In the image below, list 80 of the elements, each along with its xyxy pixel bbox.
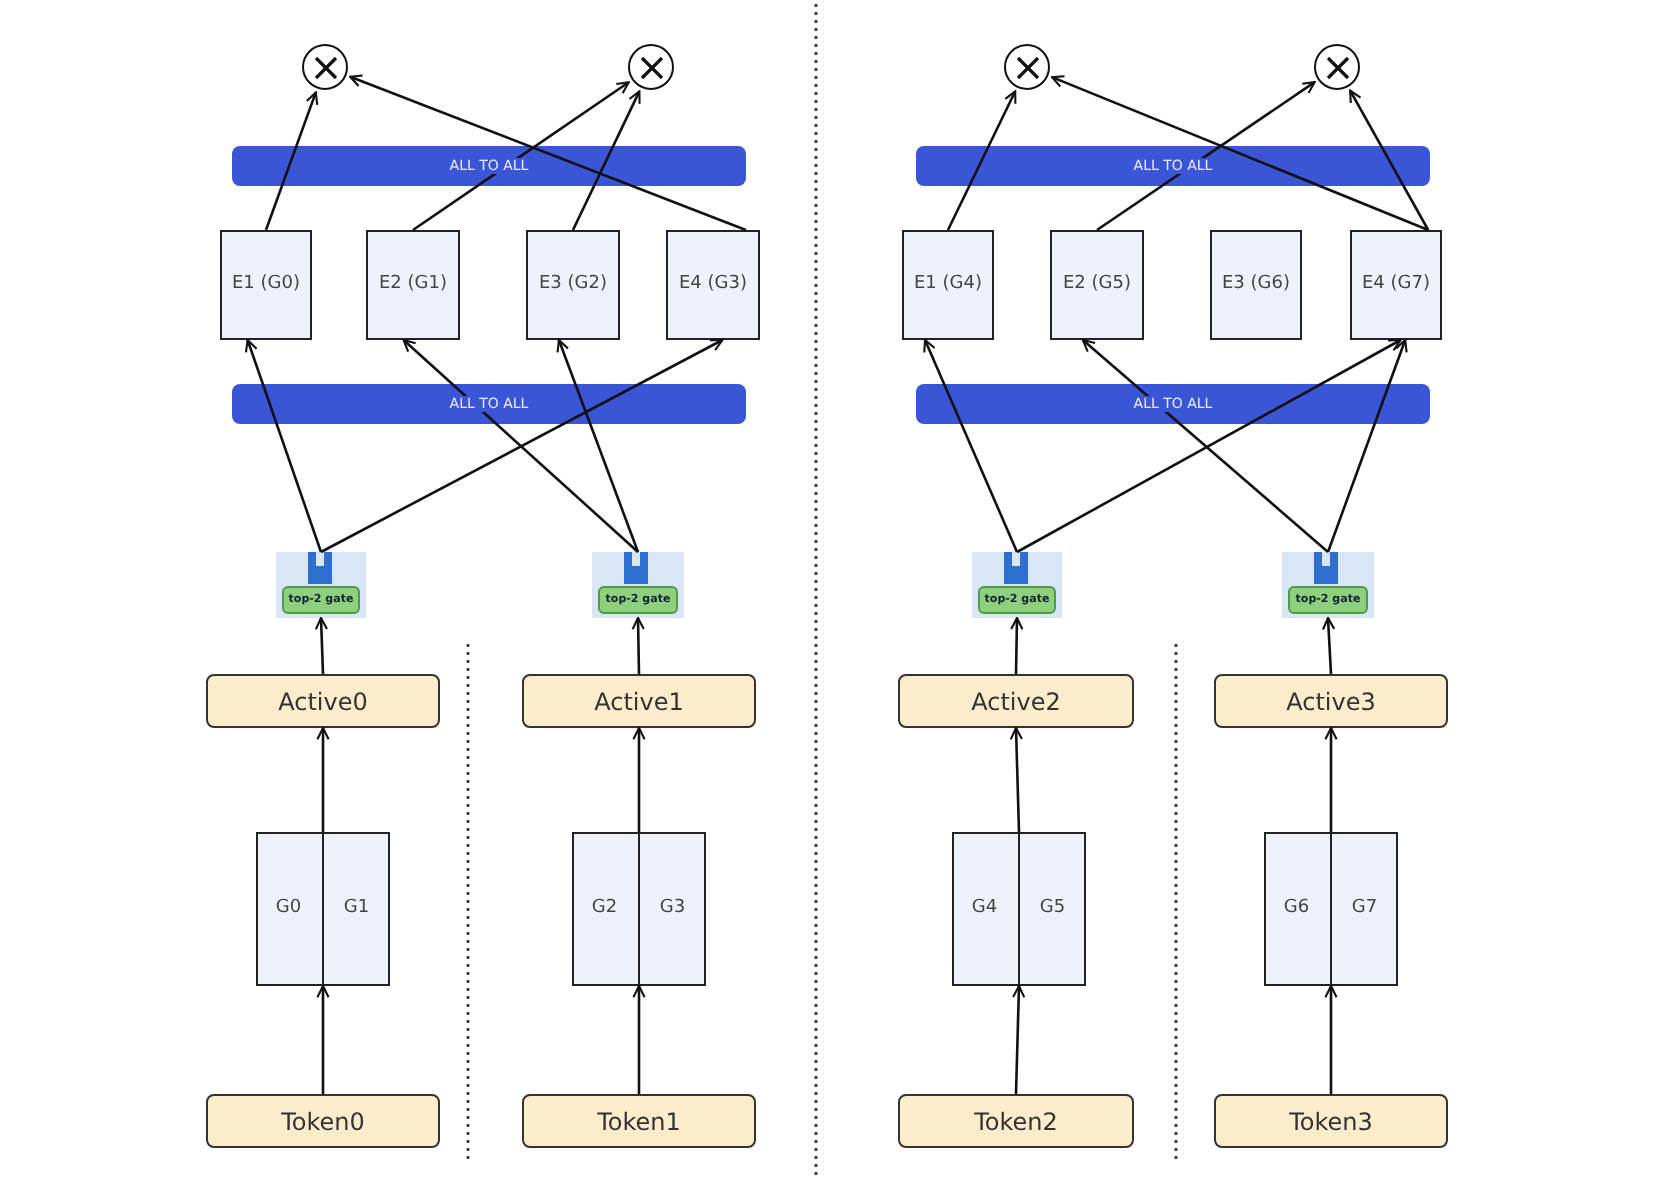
gate-block — [276, 552, 366, 618]
multiply-circle — [1004, 44, 1050, 90]
gate-block — [1282, 552, 1374, 618]
token-box — [522, 674, 756, 728]
expert-label: E3 (G2) — [539, 272, 607, 298]
expert-label: E4 (G3) — [679, 272, 747, 298]
arrow — [571, 90, 641, 231]
arrow — [320, 338, 724, 554]
multiply-circle — [1314, 44, 1360, 90]
expert-label: E2 (G1) — [379, 272, 447, 298]
gpu-label: G4 — [971, 898, 998, 918]
expert-box — [366, 230, 460, 340]
gpu-pair-box — [1264, 832, 1398, 986]
arrow — [1349, 89, 1430, 231]
expert-label: E1 (G4) — [914, 272, 982, 298]
arrow — [316, 984, 330, 1094]
multiply-circle — [302, 44, 348, 90]
arrow — [1050, 75, 1429, 232]
box-label: Token0 — [281, 1107, 365, 1135]
gate-block — [972, 552, 1062, 618]
gpu-label: G5 — [1039, 898, 1066, 918]
gpu-pair-box — [256, 832, 390, 986]
expert-label: E4 (G7) — [1362, 272, 1430, 298]
arrow — [1012, 984, 1026, 1095]
expert-box — [902, 230, 994, 340]
expert-box — [1350, 230, 1442, 340]
expert-box — [1210, 230, 1302, 340]
gpu-pair-box — [572, 832, 706, 986]
gpu-pair-box — [952, 832, 1086, 986]
arrow — [1010, 616, 1024, 675]
arrow — [1326, 338, 1408, 553]
expert-label: E2 (G5) — [1063, 272, 1131, 298]
arrow — [264, 91, 319, 231]
box-label: Token1 — [597, 1107, 681, 1135]
token-box — [1214, 1094, 1448, 1148]
box-label: Active3 — [1286, 687, 1376, 715]
arrow — [556, 338, 640, 553]
arrow — [632, 984, 646, 1094]
expert-label: E1 (G0) — [232, 272, 300, 298]
token-box — [898, 674, 1134, 728]
box-label: Active0 — [278, 687, 368, 715]
box-label: Active1 — [594, 687, 684, 715]
expert-box — [666, 230, 760, 340]
gpu-label: G3 — [659, 898, 686, 918]
token-box — [206, 674, 440, 728]
token-box — [522, 1094, 756, 1148]
arrow — [946, 90, 1017, 231]
expert-box — [220, 230, 312, 340]
expert-label: E3 (G6) — [1222, 272, 1290, 298]
token-box — [206, 1094, 440, 1148]
arrow — [1324, 726, 1338, 832]
arrow — [632, 726, 646, 832]
arrow — [1321, 616, 1336, 675]
expert-box — [526, 230, 620, 340]
arrow — [631, 616, 645, 675]
box-label: Active2 — [971, 687, 1061, 715]
arrow — [1016, 338, 1402, 554]
gpu-label: G0 — [275, 898, 302, 918]
arrow — [402, 338, 639, 553]
gate-block — [592, 552, 684, 618]
arrow — [923, 338, 1019, 553]
arrow — [316, 726, 330, 832]
arrow — [349, 74, 747, 232]
token-box — [898, 1094, 1134, 1148]
gpu-label: G2 — [591, 898, 618, 918]
arrow — [314, 616, 329, 675]
arrow — [1324, 984, 1338, 1094]
box-label: Token3 — [1289, 1107, 1373, 1135]
arrow — [1009, 726, 1023, 833]
gpu-label: G1 — [343, 898, 370, 918]
arrow — [244, 338, 323, 553]
expert-box — [1050, 230, 1144, 340]
box-label: Token2 — [974, 1107, 1058, 1135]
arrow — [1081, 338, 1329, 553]
multiply-circle — [628, 44, 674, 90]
arrow — [1096, 81, 1316, 232]
token-box — [1214, 674, 1448, 728]
arrow — [412, 81, 630, 232]
gpu-label: G7 — [1351, 898, 1378, 918]
gpu-label: G6 — [1283, 898, 1310, 918]
